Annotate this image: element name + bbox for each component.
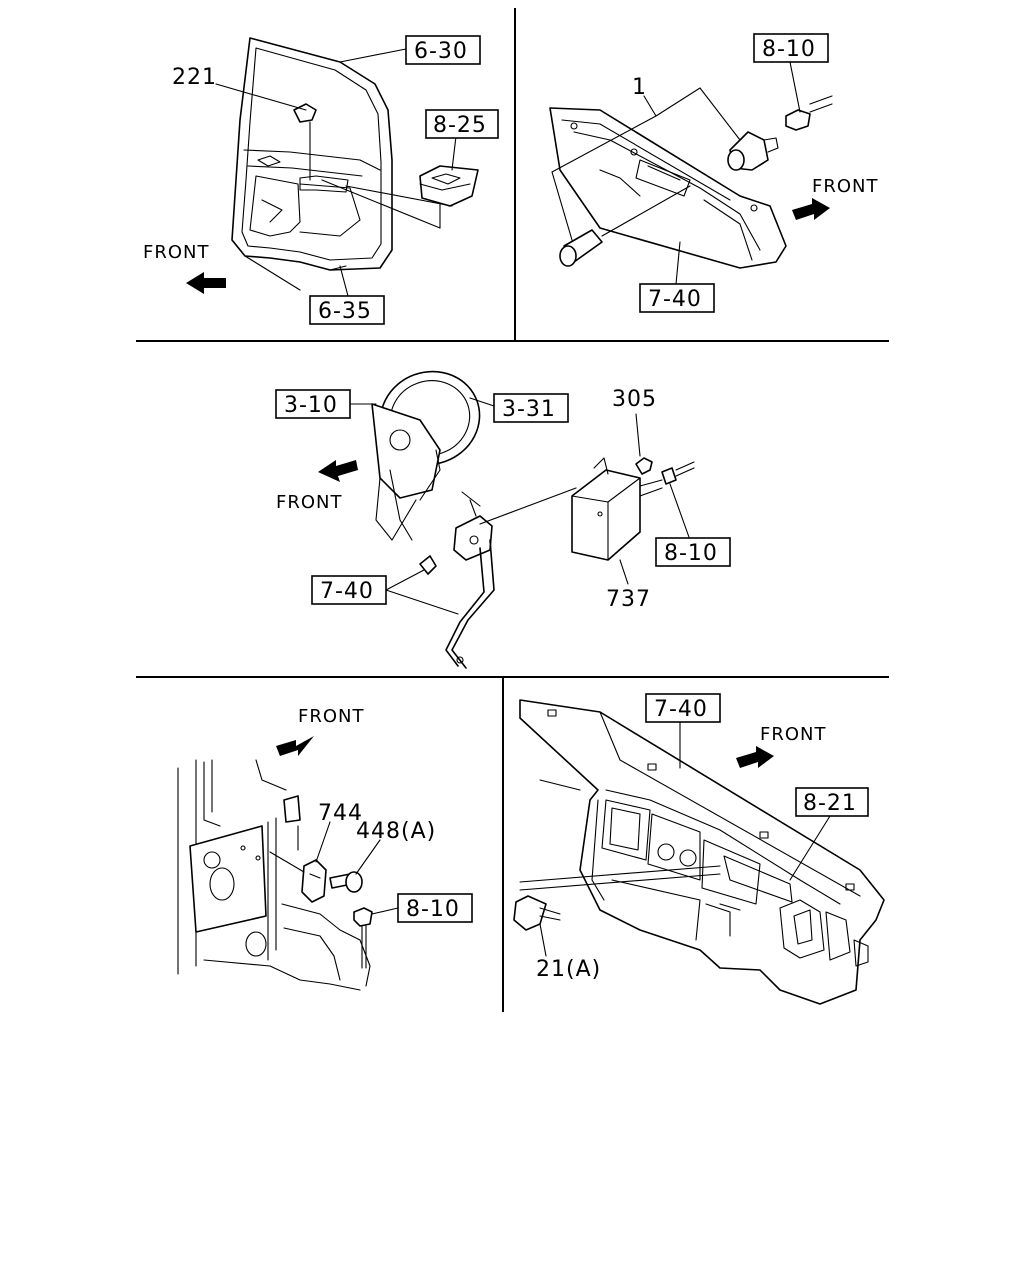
leader-lines-2 <box>551 61 801 285</box>
callout-305: 305 <box>612 387 657 412</box>
brake-booster-drawing <box>371 370 481 541</box>
callout-6-35: 6-35 <box>309 295 385 325</box>
connector-8-10-c-drawing <box>353 907 373 969</box>
callout-8-25: 8-25 <box>425 109 499 139</box>
callout-7-40-b-text: 7-40 <box>320 579 374 604</box>
callout-737: 737 <box>606 587 651 612</box>
callout-8-10-b: 8-10 <box>655 537 731 567</box>
front-arrow-icon-5 <box>736 746 774 768</box>
connector-8-10-drawing <box>785 95 833 131</box>
switch-knob-drawing <box>559 185 691 267</box>
dash-panel-drawing <box>549 107 787 269</box>
callout-221: 221 <box>172 65 217 90</box>
callout-448a: 448(A) <box>356 819 436 844</box>
callout-3-31: 3-31 <box>493 393 569 423</box>
callout-7-40-text: 7-40 <box>648 287 702 312</box>
window-switch-drawing <box>321 165 479 229</box>
sensor-panel: 744 448(A) 8-10 FRONT <box>177 706 473 991</box>
body-panel-drawing <box>177 759 371 991</box>
callout-6-35-text: 6-35 <box>318 299 372 324</box>
leader-lines-4 <box>315 821 399 915</box>
callout-8-10-b-text: 8-10 <box>664 541 718 566</box>
front-arrow-icon-3 <box>318 460 358 482</box>
front-label-4: FRONT <box>298 706 365 727</box>
bolt-448a-drawing <box>329 871 363 893</box>
callout-7-40-d: 7-40 <box>645 693 721 723</box>
leader-lines-5 <box>539 719 831 957</box>
front-label-3: FRONT <box>276 492 343 513</box>
callout-8-10: 8-10 <box>753 33 829 63</box>
front-label-5: FRONT <box>760 724 827 745</box>
front-arrow-icon-4 <box>276 736 314 756</box>
callout-3-31-text: 3-31 <box>502 397 556 422</box>
callout-6-30: 6-30 <box>405 35 481 65</box>
callout-8-21-text: 8-21 <box>803 791 857 816</box>
callout-8-10-c: 8-10 <box>397 893 473 923</box>
callout-8-21: 8-21 <box>795 787 869 817</box>
door-panel: 221 6-30 8-25 6-35 FRONT <box>143 35 499 325</box>
callout-8-10-text: 8-10 <box>762 37 816 62</box>
callout-3-10: 3-10 <box>275 389 351 419</box>
door-trim-drawing <box>231 37 393 291</box>
control-module-drawing <box>479 457 695 561</box>
callout-6-30-text: 6-30 <box>414 39 468 64</box>
front-label-2: FRONT <box>812 176 879 197</box>
callout-8-10-c-text: 8-10 <box>406 897 460 922</box>
sensor-744-drawing <box>269 851 327 903</box>
callout-7-40-b: 7-40 <box>311 575 387 605</box>
callout-1: 1 <box>632 75 647 100</box>
front-label: FRONT <box>143 242 210 263</box>
callout-3-10-text: 3-10 <box>284 393 338 418</box>
switch-body-drawing <box>727 131 779 171</box>
callout-7-40: 7-40 <box>639 283 715 313</box>
dash-switch-panel: 1 8-10 7-40 FRONT <box>549 33 879 313</box>
instrument-panel-drawing <box>519 699 885 1005</box>
brake-panel: 3-31 3-10 305 8-10 7-40 737 FRONT <box>275 370 731 669</box>
panel-separators <box>136 8 889 1012</box>
front-arrow-icon <box>186 272 226 294</box>
pedal-bracket-drawing <box>419 491 495 669</box>
callout-8-25-text: 8-25 <box>433 113 487 138</box>
callout-7-40-d-text: 7-40 <box>654 697 708 722</box>
dashboard-panel: 7-40 8-21 21(A) FRONT <box>513 693 885 1005</box>
callout-21a: 21(A) <box>536 957 601 982</box>
front-arrow-icon-2 <box>792 198 830 220</box>
callout-744: 744 <box>318 801 363 826</box>
leader-lines <box>215 48 457 297</box>
leader-lines-3 <box>349 397 691 615</box>
